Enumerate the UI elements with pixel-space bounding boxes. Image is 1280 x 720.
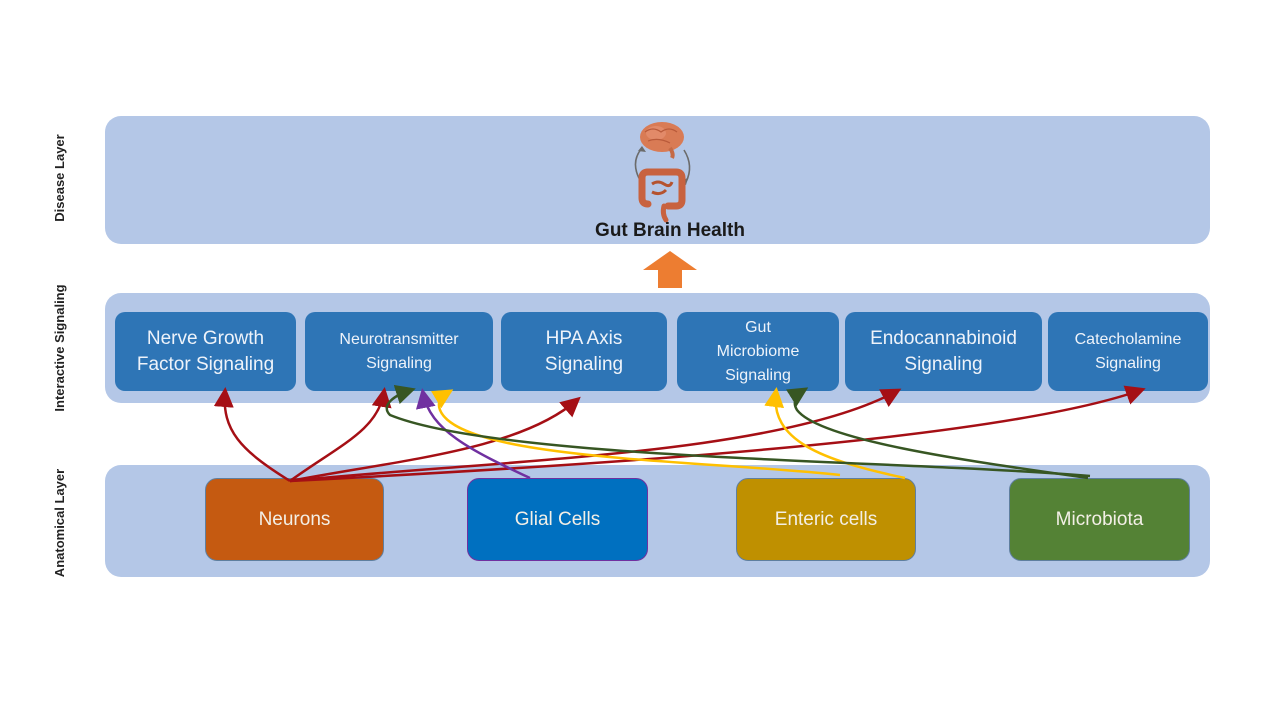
anatomical-box-glial-cells[interactable]: Glial Cells [467,478,648,561]
arrow-enteric-to-neurotransmitter [430,389,841,477]
anatomical-box-microbiota[interactable]: Microbiota [1009,478,1190,561]
anatomical-box-neurons[interactable]: Neurons [205,478,384,561]
signaling-label: HPA Axis Signaling [544,327,624,375]
signaling-label: Catecholamine Signaling [1074,330,1182,372]
signaling-label: Nerve Growth Factor Signaling [136,327,275,375]
signaling-label: Gut Microbiome Signaling [716,318,800,384]
anatomical-label: Neurons [258,508,331,530]
gut-brain-health-title: Gut Brain Health [595,220,745,241]
signaling-box-catecholamine[interactable]: Catecholamine Signaling [1048,312,1208,391]
signaling-label: Neurotransmitter Signaling [339,330,459,372]
signaling-box-gut-microbiome[interactable]: Gut Microbiome Signaling [677,312,839,391]
anatomical-box-enteric-cells[interactable]: Enteric cells [736,478,916,561]
anatomical-label: Enteric cells [774,508,878,530]
signaling-label: Endocannabinoid Signaling [870,327,1017,375]
anatomical-layer-label: Anatomical Layer [52,468,67,578]
anatomical-label: Microbiota [1055,508,1144,530]
signaling-box-hpa-axis[interactable]: HPA Axis Signaling [501,312,667,391]
signaling-box-endocannabinoid[interactable]: Endocannabinoid Signaling [845,312,1042,391]
up-arrow-icon [643,251,697,288]
signaling-box-nerve-growth-factor[interactable]: Nerve Growth Factor Signaling [115,312,296,391]
disease-layer-label: Disease Layer [52,134,67,222]
interactive-signaling-label: Interactive Signaling [52,284,67,412]
signaling-box-neurotransmitter[interactable]: Neurotransmitter Signaling [305,312,493,391]
anatomical-label: Glial Cells [514,508,601,530]
